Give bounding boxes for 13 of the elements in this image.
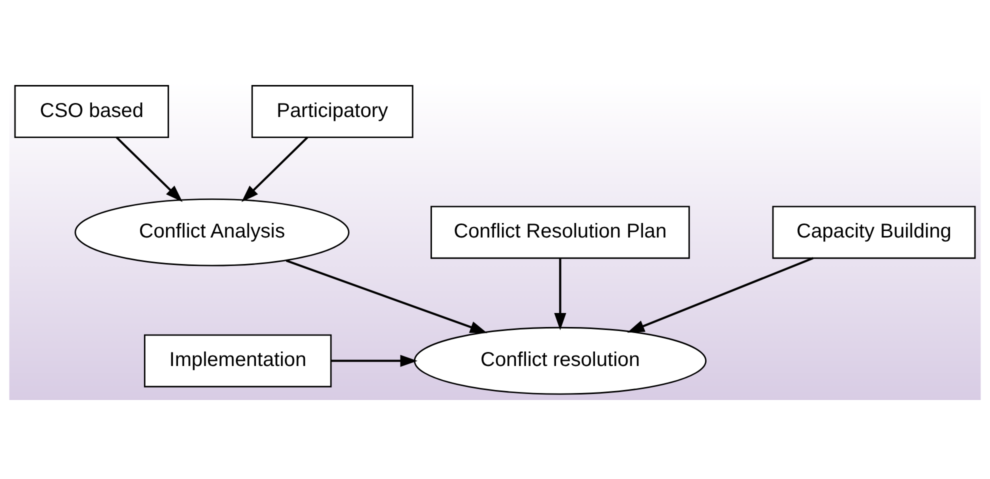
arrow [116, 136, 183, 202]
arrow [241, 136, 308, 202]
arrow [554, 258, 566, 330]
node-box: Conflict Resolution Plan [430, 205, 690, 258]
node-box: Participatory [251, 84, 414, 138]
node-box: Capacity Building [772, 205, 976, 258]
arrow [286, 259, 488, 333]
node-ellipse: Conflict Analysis [74, 198, 350, 266]
node-box: CSO based [14, 84, 170, 138]
node-box: Implementation [144, 334, 332, 387]
arrow [627, 256, 814, 332]
arrow [331, 354, 418, 366]
node-ellipse: Conflict resolution [414, 326, 707, 394]
